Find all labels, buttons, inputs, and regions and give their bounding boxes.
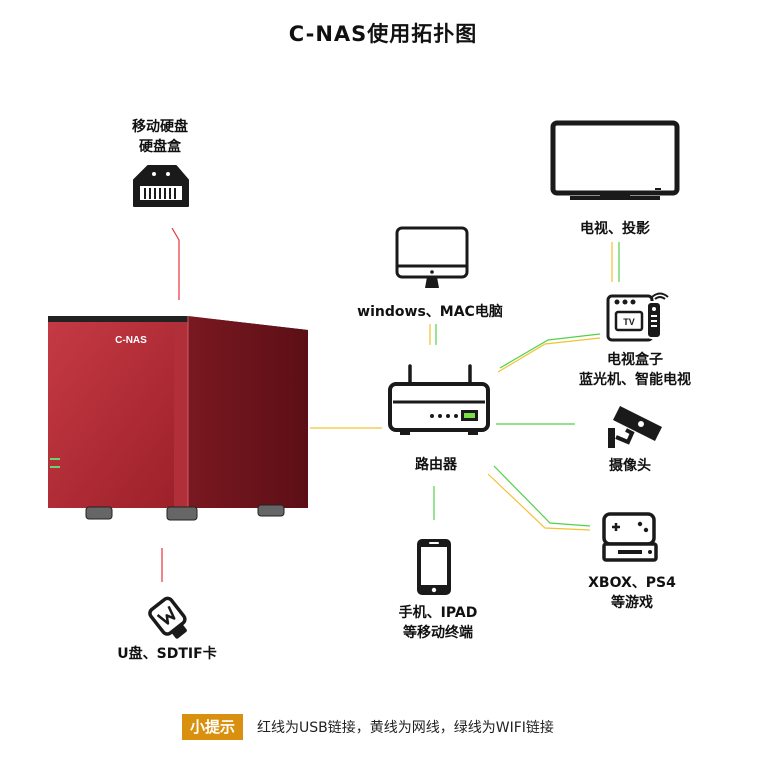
router-icon bbox=[388, 364, 490, 435]
connection-lines bbox=[161, 227, 620, 582]
hdd-label: 移动硬盘 硬盘盒 bbox=[132, 117, 188, 157]
lan-line-tvbox bbox=[497, 337, 601, 373]
usb-label: U盘、SDTIF卡 bbox=[117, 646, 217, 662]
console-label-line1: XBOX、PS4 bbox=[588, 575, 676, 591]
pc-label: windows、MAC电脑 bbox=[357, 304, 503, 320]
hdd-label-line1: 移动硬盘 bbox=[132, 119, 188, 135]
console-label: XBOX、PS4 等游戏 bbox=[588, 573, 676, 613]
nas-device: C-NAS bbox=[48, 316, 308, 521]
game-console-icon bbox=[602, 512, 658, 562]
tv-box-icon: TV bbox=[606, 292, 669, 342]
tip-text: 红线为USB链接，黄线为网线，绿线为WIFI链接 bbox=[257, 720, 554, 736]
svg-text:TV: TV bbox=[623, 317, 635, 327]
console-label-line2: 等游戏 bbox=[611, 595, 653, 611]
hdd-label-line2: 硬盘盒 bbox=[139, 139, 181, 155]
tv-icon bbox=[550, 120, 680, 200]
tvbox-label: 电视盒子 蓝光机、智能电视 bbox=[579, 350, 691, 390]
tvbox-label-line2: 蓝光机、智能电视 bbox=[579, 372, 691, 388]
tip-bar: 小提示 红线为USB链接，黄线为网线，绿线为WIFI链接 bbox=[182, 714, 554, 740]
tv-label: 电视、投影 bbox=[580, 221, 650, 237]
smartphone-icon bbox=[417, 539, 451, 595]
wifi-line-console bbox=[493, 465, 591, 527]
tip-badge: 小提示 bbox=[182, 714, 244, 740]
tvbox-label-line1: 电视盒子 bbox=[607, 352, 663, 368]
phone-label-line1: 手机、IPAD bbox=[398, 605, 478, 621]
page-title: C-NAS使用拓扑图 bbox=[288, 22, 478, 46]
usb-drive-icon bbox=[148, 596, 187, 639]
router-label: 路由器 bbox=[415, 457, 457, 473]
phone-label-line2: 等移动终端 bbox=[402, 625, 473, 641]
security-camera-icon bbox=[608, 406, 662, 448]
monitor-icon bbox=[395, 226, 469, 288]
usb-line-hdd bbox=[171, 227, 180, 300]
wifi-line-tvbox bbox=[499, 333, 601, 369]
nas-logo: C-NAS bbox=[115, 335, 147, 346]
hard-drive-icon bbox=[133, 165, 189, 207]
phone-label: 手机、IPAD 等移动终端 bbox=[399, 603, 478, 643]
camera-label: 摄像头 bbox=[609, 458, 651, 474]
lan-line-console bbox=[487, 473, 591, 531]
